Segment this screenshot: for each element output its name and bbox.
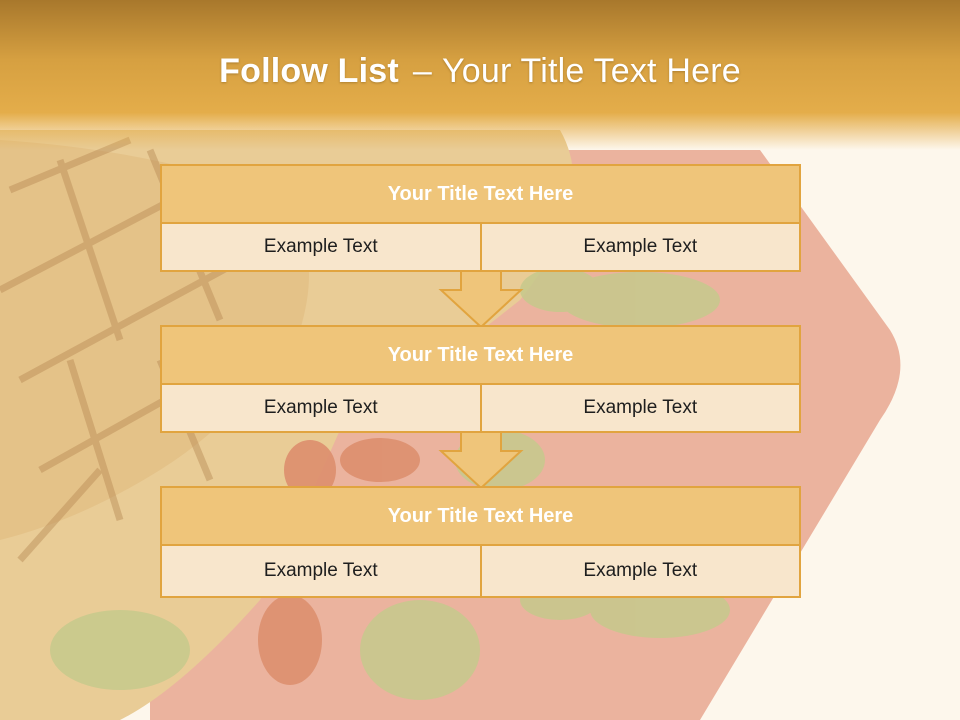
down-arrow-icon [438,431,524,490]
block-row: Example Text Example Text [162,224,799,270]
title-rest: Your Title Text Here [442,52,741,90]
slide-title: Follow List–Your Title Text Here [0,52,960,91]
title-bold: Follow List [219,52,399,90]
list-block-3: Your Title Text Here Example Text Exampl… [160,486,801,598]
title-separator: – [412,52,433,90]
block-cell-left: Example Text [263,560,378,581]
block-heading: Your Title Text Here [162,327,799,385]
block-heading: Your Title Text Here [162,488,799,546]
block-cell-left: Example Text [263,236,378,257]
block-cell-right: Example Text [479,385,800,431]
down-arrow-icon [438,270,524,329]
block-cell-left: Example Text [263,397,378,418]
block-row: Example Text Example Text [162,546,799,596]
list-block-2: Your Title Text Here Example Text Exampl… [160,325,801,433]
block-cell-right: Example Text [479,224,800,270]
title-bar [0,0,960,150]
block-row: Example Text Example Text [162,385,799,431]
block-cell-right: Example Text [479,546,800,596]
list-block-1: Your Title Text Here Example Text Exampl… [160,164,801,272]
block-heading: Your Title Text Here [162,166,799,224]
